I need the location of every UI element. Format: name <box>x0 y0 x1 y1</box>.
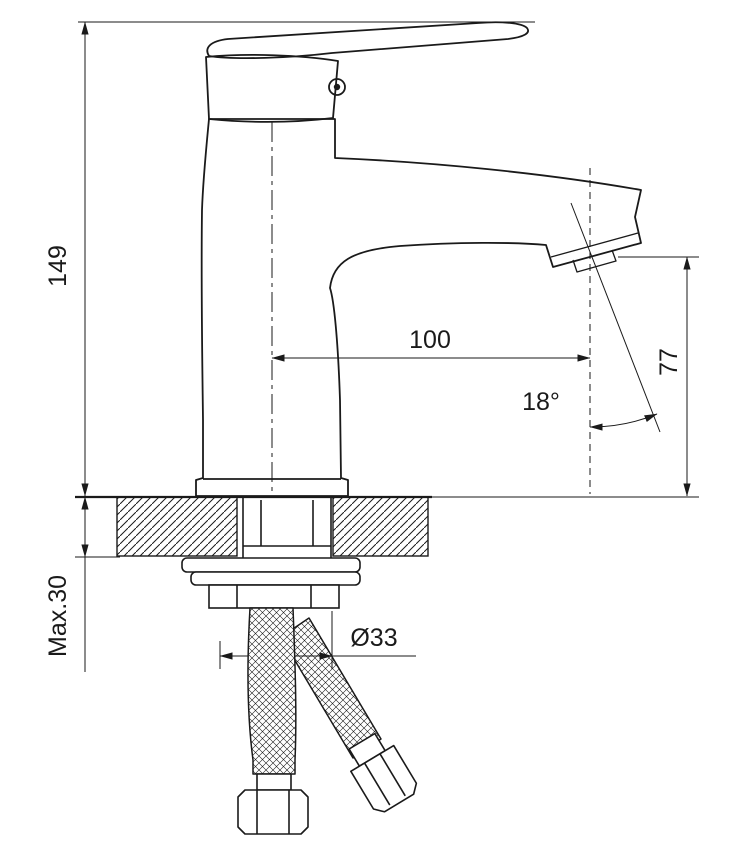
set-screw-center <box>333 83 341 91</box>
dim-label-total-height: 149 <box>44 245 72 287</box>
dimension-labels: 149 100 77 18° Ø33 Max.30 <box>44 245 683 657</box>
dim-label-spout-angle: 18° <box>522 388 560 416</box>
set-screw-icon <box>328 78 346 96</box>
washer-plate-2 <box>190 571 361 586</box>
dim-label-hole-diameter: Ø33 <box>350 624 397 652</box>
dim-label-spout-reach: 100 <box>409 326 451 354</box>
faucet-outline <box>195 21 642 497</box>
handle-base <box>205 54 339 123</box>
dim-label-outlet-height: 77 <box>655 348 683 376</box>
dim-label-max-deck-thickness: Max.30 <box>44 575 72 657</box>
supply-hoses <box>237 607 418 835</box>
hatch-left <box>116 496 238 557</box>
supply-hose-diagonal <box>280 617 382 759</box>
lever-handle <box>206 21 529 60</box>
body-and-spout <box>195 118 642 497</box>
hatch-right <box>332 496 429 557</box>
countertop-cross-section <box>75 495 432 557</box>
supply-hose-vertical <box>247 607 297 775</box>
hose-fitting-diagonal <box>348 732 418 813</box>
dimension-lines <box>75 21 699 672</box>
connection-nut <box>208 584 340 609</box>
angle-arc-18deg <box>589 413 658 431</box>
aerator-inner-line <box>550 232 639 258</box>
mounting-shank <box>242 497 332 558</box>
mounting-hardware <box>181 497 361 609</box>
aerator-nozzle <box>572 249 617 273</box>
washer-plate-1 <box>181 557 361 573</box>
hose-fitting-bottom <box>237 773 309 835</box>
construction-line-18deg <box>570 202 661 433</box>
